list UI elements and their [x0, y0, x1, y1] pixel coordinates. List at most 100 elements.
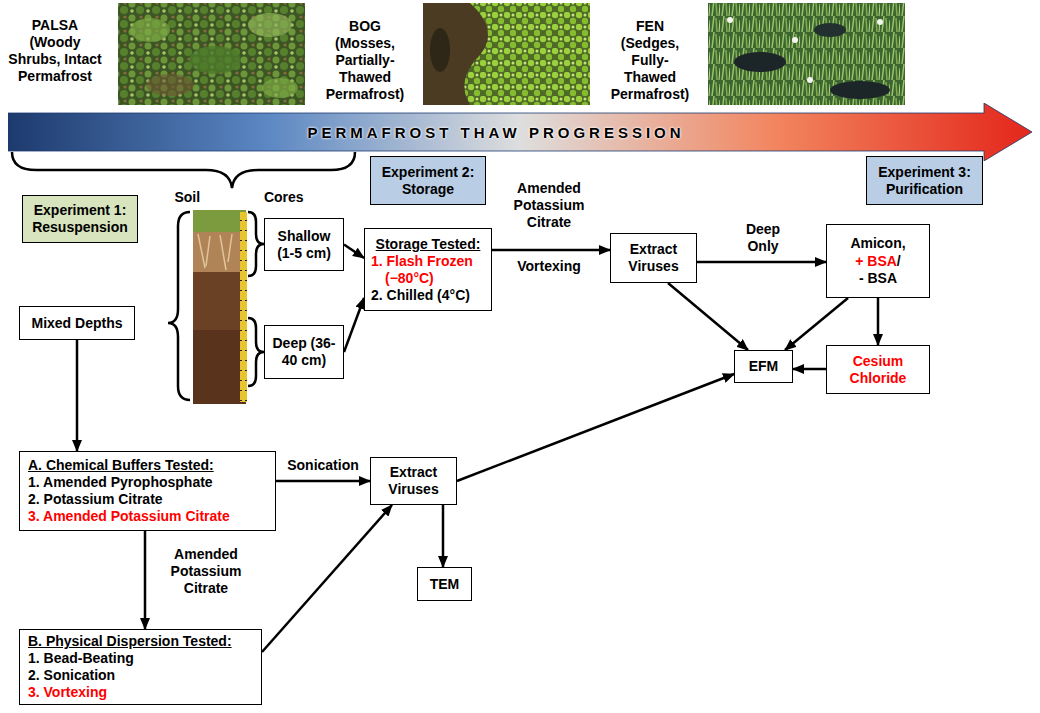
- process-box: Storage Tested:1. Flash Frozen (−80°C)2.…: [364, 228, 492, 311]
- box-text: TEM: [423, 576, 466, 593]
- box-content: TEM: [423, 576, 466, 593]
- flow-arrow: [785, 298, 848, 350]
- shrub: [146, 74, 194, 96]
- box-text: + BSA: [855, 253, 897, 269]
- cotton-grass: [807, 77, 813, 83]
- fen-photo: [708, 3, 905, 105]
- fen-water: [830, 81, 890, 99]
- box-text: 2. Potassium Citrate: [28, 491, 267, 508]
- box-text: Cesium Chloride: [832, 353, 924, 387]
- fen-water: [734, 52, 786, 72]
- bog-photo: [423, 3, 590, 105]
- box-content: Shallow (1-5 cm): [270, 228, 338, 262]
- box-content: Mixed Depths: [25, 315, 129, 332]
- palsa-photo: [118, 3, 305, 105]
- box-text: - BSA: [832, 270, 924, 287]
- root-layer: [193, 232, 246, 272]
- brace: [248, 318, 264, 386]
- flow-arrow: [668, 283, 748, 350]
- flow-arrow: [697, 261, 826, 264]
- flow-arrow: [793, 368, 826, 371]
- flow-arrow: [76, 340, 79, 451]
- edge-label: Amended Potassium Citrate: [504, 180, 594, 231]
- box-content: Storage Tested:1. Flash Frozen (−80°C)2.…: [371, 236, 485, 304]
- box-text: 1. Amended Pyrophosphate: [28, 474, 267, 491]
- peat-layer: [193, 272, 246, 330]
- box-content: A. Chemical Buffers Tested:1. Amended Py…: [28, 457, 267, 525]
- box-content: EFM: [740, 358, 787, 375]
- thaw-arrow: PERMAFROST THAW PROGRESSION: [8, 103, 1032, 161]
- flow-arrow: [262, 505, 392, 652]
- cotton-grass: [792, 37, 798, 43]
- shrub: [189, 46, 241, 74]
- flow-arrow: [344, 245, 364, 259]
- box-text: A. Chemical Buffers Tested:: [28, 457, 267, 474]
- box-content: Amicon,+ BSA/- BSA: [832, 235, 924, 287]
- brace: [168, 212, 190, 400]
- bog-water: [430, 28, 450, 72]
- process-box: Extract Viruses: [370, 457, 457, 505]
- brace: [12, 152, 355, 188]
- box-text: 2. Chilled (4°C): [371, 287, 485, 304]
- box-text: 2. Sonication: [28, 667, 253, 684]
- flow-arrow: [344, 298, 364, 352]
- box-content: Extract Viruses: [616, 241, 691, 275]
- shrub: [130, 18, 170, 42]
- flow-arrow: [457, 374, 734, 481]
- edge-label: Deep Only: [738, 221, 788, 255]
- box-content: Experiment 1: Resuspension: [28, 202, 132, 236]
- process-box: Shallow (1-5 cm): [264, 218, 344, 271]
- box-text: Extract Viruses: [616, 241, 691, 275]
- box-content: Deep (36-40 cm): [270, 335, 338, 369]
- core-label: Soil Cores: [154, 189, 324, 206]
- bog-water: [423, 3, 488, 105]
- roots: [198, 234, 232, 270]
- moss-layer: [193, 210, 246, 232]
- box-content: PERMAFROST THAW PROGRESSION: [14, 124, 978, 141]
- cotton-grass: [727, 17, 733, 23]
- flow-arrow: [877, 298, 880, 345]
- box-content: Cesium Chloride: [832, 353, 924, 387]
- arrow-body: [8, 103, 1032, 161]
- box-content: Experiment 3: Purification: [872, 164, 977, 198]
- process-box: Amicon,+ BSA/- BSA: [826, 224, 930, 298]
- box-text: 1. Bead-Beating: [28, 650, 253, 667]
- site-label: FEN (Sedges, Fully-Thawed Permafrost): [608, 18, 692, 103]
- process-box: A. Chemical Buffers Tested:1. Amended Py…: [19, 451, 276, 531]
- fen-water: [814, 23, 846, 37]
- fen-photo: [708, 3, 905, 105]
- flow-arrow: [492, 249, 610, 252]
- flow-arrow: [442, 505, 445, 567]
- site-label: BOG (Mosses, Partially-Thawed Permafrost…: [323, 18, 407, 103]
- brace: [248, 212, 264, 276]
- box-text: Experiment 3: Purification: [872, 164, 977, 198]
- experiment-box: Experiment 3: Purification: [866, 156, 983, 205]
- box-text: Storage Tested:: [371, 236, 485, 253]
- process-box: EFM: [734, 350, 793, 383]
- box-text: Amicon,: [832, 235, 924, 252]
- process-box: Extract Viruses: [610, 233, 697, 283]
- process-box: Cesium Chloride: [826, 345, 930, 394]
- peat-layer: [193, 330, 246, 404]
- process-box: TEM: [417, 567, 472, 601]
- ruler: [240, 212, 247, 402]
- shrub: [262, 78, 298, 98]
- process-box: B. Physical Dispersion Tested:1. Bead-Be…: [19, 629, 262, 705]
- box-text: Experiment 1: Resuspension: [28, 202, 132, 236]
- box-text: 3. Vortexing: [28, 684, 253, 701]
- box-text: Shallow (1-5 cm): [270, 228, 338, 262]
- edge-label: Amended Potassium Citrate: [158, 546, 254, 597]
- box-text: Mixed Depths: [25, 315, 129, 332]
- flow-arrow: [276, 480, 370, 483]
- box-text: B. Physical Dispersion Tested:: [28, 633, 253, 650]
- experiment-box: Experiment 2: Storage: [370, 156, 486, 205]
- soil-core-photo: [193, 210, 247, 404]
- box-content: Extract Viruses: [376, 464, 451, 498]
- box-text: 1. Flash Frozen (−80°C): [371, 253, 485, 287]
- box-text: Extract Viruses: [376, 464, 451, 498]
- box-text: Deep (36-40 cm): [270, 335, 338, 369]
- edge-label: Sonication: [283, 457, 363, 474]
- method-label: Vortexing: [509, 258, 589, 275]
- palsa-photo: [118, 3, 305, 105]
- process-box: Deep (36-40 cm): [264, 325, 344, 379]
